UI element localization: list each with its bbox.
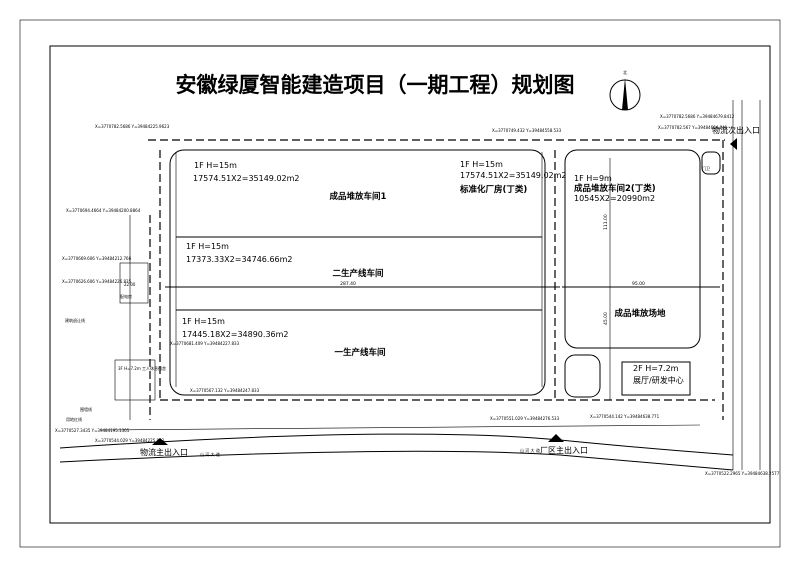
svg-text:成品堆放车间2(丁类): 成品堆放车间2(丁类) [574,183,656,194]
svg-text:3F H=7.2m 工人休息宿舍: 3F H=7.2m 工人休息宿舍 [118,365,166,371]
svg-text:17574.51X2=35149.02m2: 17574.51X2=35149.02m2 [460,171,567,180]
svg-text:2F H=7.2m: 2F H=7.2m [633,364,679,373]
svg-text:17445.18X2=34890.36m2: 17445.18X2=34890.36m2 [182,330,289,339]
svg-text:95.00: 95.00 [632,281,645,287]
svg-text:X=3770544.029 Y=39484225.833: X=3770544.029 Y=39484225.833 [95,438,165,443]
svg-text:围墙线: 围墙线 [80,406,92,412]
outer-frame [19,19,781,548]
svg-text:二生产线车间: 二生产线车间 [332,268,383,279]
svg-text:1F H=15m: 1F H=15m [460,160,503,169]
drawing-title: 安徽绿厦智能建造项目（一期工程）规划图 [176,73,575,97]
svg-text:建筑退让线: 建筑退让线 [65,317,85,323]
entrance-marker-icon [152,438,168,445]
logistics-main-entrance[interactable]: 物流主出入口 [140,447,188,457]
svg-text:X=3770551.029 Y=39484276.533: X=3770551.029 Y=39484276.533 [490,416,560,421]
svg-text:22.00: 22.00 [124,282,136,287]
svg-text:17574.51X2=35149.02m2: 17574.51X2=35149.02m2 [193,174,300,183]
building-finished-storage-1: 1F H=15m 17574.51X2=35149.02m2 成品堆放车间1 [193,161,387,202]
svg-text:用地红线: 用地红线 [66,416,82,422]
logistics-secondary-entrance[interactable]: 物流次出入口 [712,125,760,135]
svg-text:山 河 大 道: 山 河 大 道 [520,447,540,453]
svg-text:X=3770527.3435 Y=39484195.1305: X=3770527.3435 Y=39484195.1305 [55,428,130,433]
svg-text:X=3770782.5686 Y=39484225.9623: X=3770782.5686 Y=39484225.9623 [95,124,170,129]
guard-label: 门卫 [702,165,710,171]
road-name: 山 河 大 道 [200,451,220,457]
finished-storage-yard: 成品堆放场地 [614,308,666,319]
svg-text:X=3770749.432 Y=39484558.533: X=3770749.432 Y=39484558.533 [492,128,562,133]
svg-text:标准化厂房(丁类): 标准化厂房(丁类) [459,184,527,195]
south-road-edge [59,433,734,456]
svg-text:X=3770522.2965 Y=39484638.2577: X=3770522.2965 Y=39484638.2577 [705,471,780,476]
building-line-1-workshop: 1F H=15m 17445.18X2=34890.36m2 一生产线车间 [182,317,386,358]
svg-text:X=3770782.5686 Y=39484679.8412: X=3770782.5686 Y=39484679.8412 [660,114,735,119]
svg-text:45.00: 45.00 [603,312,609,325]
north-arrow-icon: 北 [609,69,641,111]
svg-text:1F H=15m: 1F H=15m [186,242,229,251]
svg-text:17373.33X2=34746.66m2: 17373.33X2=34746.66m2 [186,255,293,264]
svg-text:X=3770782.567 Y=39484604.840: X=3770782.567 Y=39484604.840 [658,125,728,130]
building-standard-factory: 1F H=15m 17574.51X2=35149.02m2 标准化厂房(丁类) [459,160,567,195]
svg-text:287.40: 287.40 [340,281,356,287]
building-line-2-workshop: 1F H=15m 17373.33X2=34746.66m2 二生产线车间 [186,242,384,279]
svg-text:1F H=15m: 1F H=15m [194,161,237,170]
drawing-frame [49,45,771,524]
coordinate-labels: X=3770782.5686 Y=39484679.8412 X=3770782… [55,114,780,476]
building-finished-storage-2: 1F H=9m 成品堆放车间2(丁类) 10545X2=20990m2 [574,174,656,203]
east-road [732,100,761,470]
factory-main-entrance[interactable]: 厂区主出入口 [540,445,588,455]
svg-text:X=3770681.409 Y=39484227.833: X=3770681.409 Y=39484227.833 [170,341,240,346]
svg-text:X=3770567.132 Y=39484247.833: X=3770567.132 Y=39484247.833 [190,388,260,393]
svg-text:展厅/研发中心: 展厅/研发中心 [633,375,684,385]
svg-text:10545X2=20990m2: 10545X2=20990m2 [574,194,655,203]
svg-text:X=3770544.142 Y=39484638.771: X=3770544.142 Y=39484638.771 [590,414,660,419]
right-block-outline [564,149,701,349]
svg-text:北: 北 [623,69,627,75]
svg-text:X=3770626.606 Y=39484226.835: X=3770626.606 Y=39484226.835 [62,279,132,284]
entrance-marker-icon [548,434,564,442]
svg-text:配电房: 配电房 [120,293,132,299]
building-exhibition-rd-center: 2F H=7.2m 展厅/研发中心 [633,364,684,385]
svg-text:成品堆放车间1: 成品堆放车间1 [330,191,387,202]
entrance-marker-icon [730,138,737,150]
svg-text:X=3770694.4664 Y=39484200.8864: X=3770694.4664 Y=39484200.8864 [66,208,141,213]
svg-text:X=3770669.606 Y=39484212.766: X=3770669.606 Y=39484212.766 [62,256,132,261]
svg-text:一生产线车间: 一生产线车间 [334,347,385,358]
svg-text:1F H=9m: 1F H=9m [574,174,612,183]
svg-text:111.00: 111.00 [603,214,609,230]
left-block-outline [169,149,546,396]
svg-text:1F H=15m: 1F H=15m [182,317,225,326]
